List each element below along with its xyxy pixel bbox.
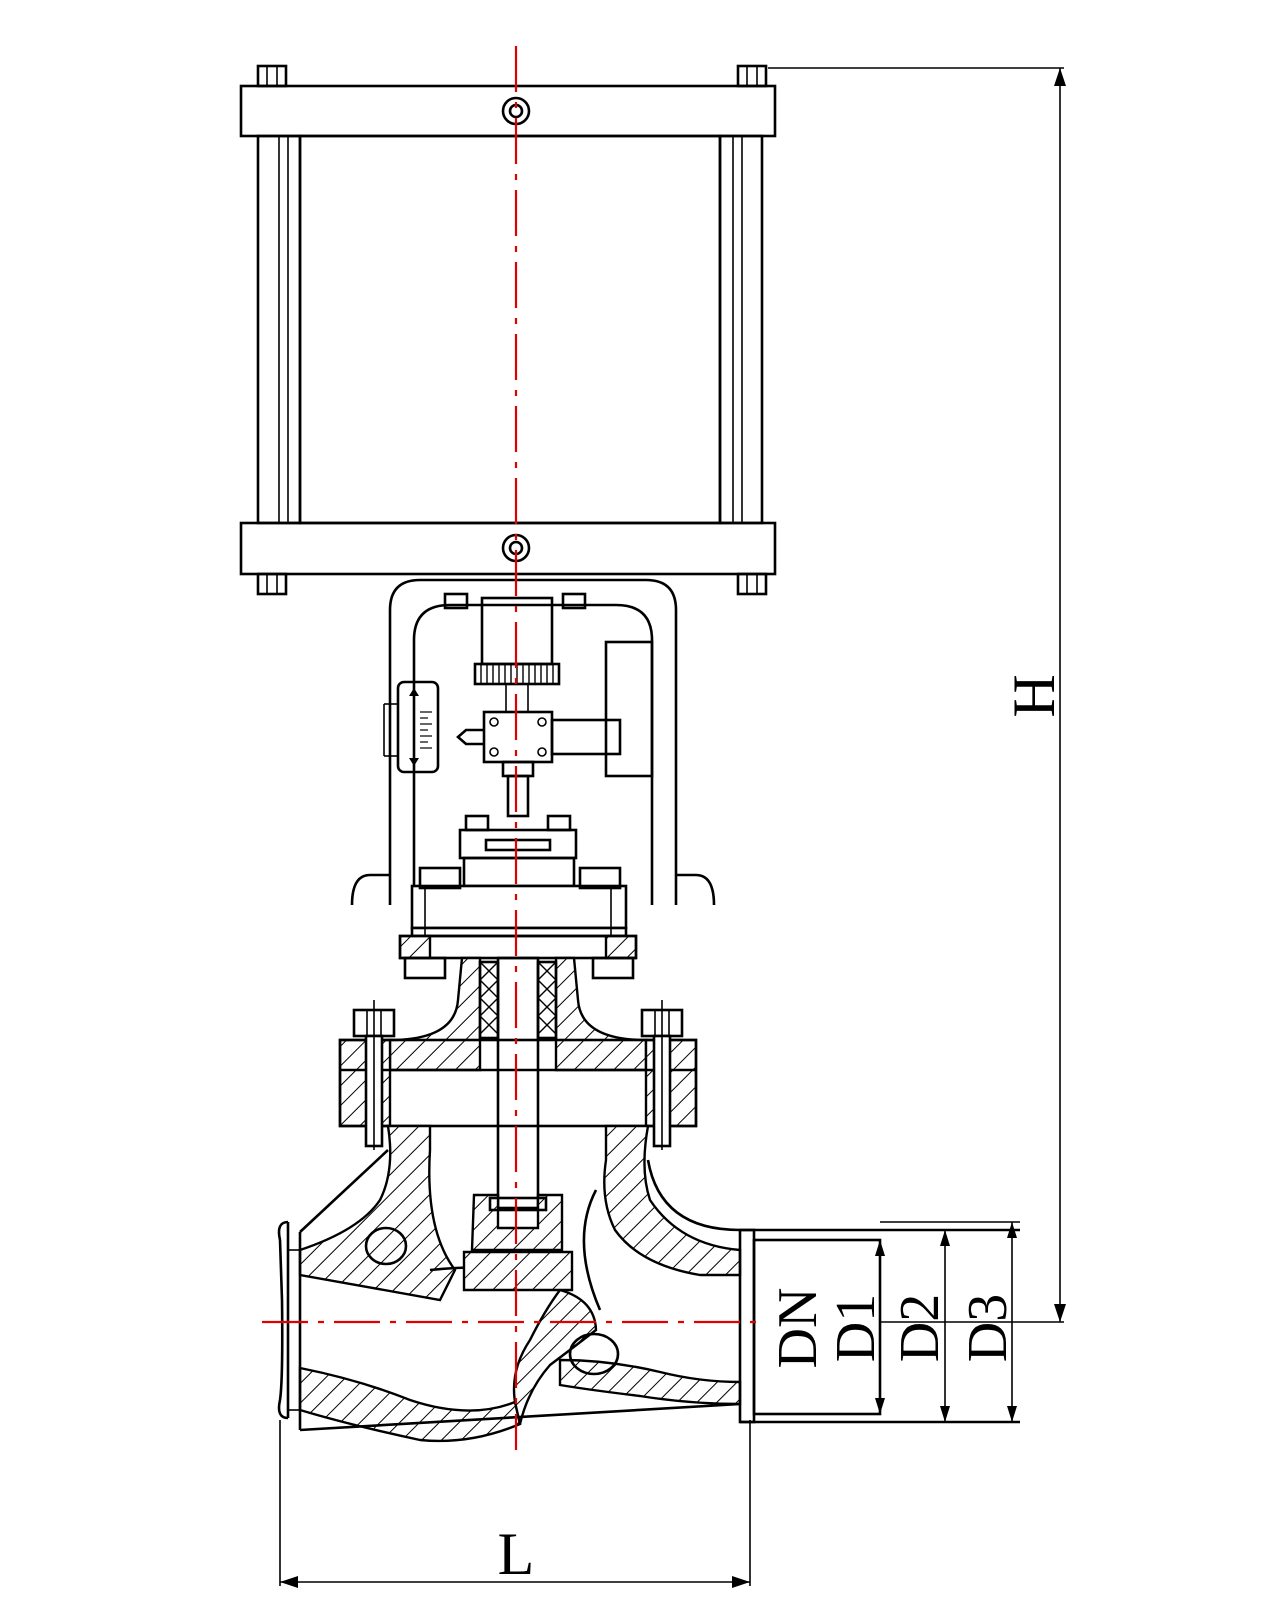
actuator-cylinder <box>298 134 722 525</box>
height-dimension <box>768 67 1066 1323</box>
label-L: L <box>498 1521 535 1587</box>
actuator <box>239 64 777 596</box>
label-D1: D1 <box>825 1294 887 1362</box>
left-clamp-end <box>277 1220 302 1430</box>
label-D3: D3 <box>957 1294 1019 1362</box>
flange-bolt-right <box>640 1000 684 1150</box>
tie-rod-right <box>718 134 764 525</box>
bonnet-flange <box>398 866 638 980</box>
flange-bolt-left <box>352 1000 396 1150</box>
top-nut-left <box>256 64 288 88</box>
body-flange <box>338 1000 698 1150</box>
body-passage-lower <box>568 1332 620 1376</box>
gland-flange <box>458 828 578 860</box>
valve-stem <box>496 956 540 1210</box>
position-indicator-block <box>482 710 554 764</box>
travel-scale <box>383 680 440 774</box>
diameter-dimensions <box>754 1221 1020 1422</box>
positioner-box <box>604 640 654 778</box>
actuator-top-plate <box>239 84 777 138</box>
label-D2: D2 <box>889 1294 951 1362</box>
body-passage-upper <box>364 1226 408 1266</box>
label-DN: DN <box>767 1288 829 1369</box>
length-dimension <box>279 1420 751 1588</box>
bottom-nut-left <box>256 572 288 596</box>
yoke <box>350 578 716 906</box>
top-nut-right <box>736 64 768 88</box>
label-H: H <box>1001 674 1067 717</box>
actuator-bottom-plate <box>239 521 777 576</box>
bottom-nut-right <box>736 572 768 596</box>
positioner-arm <box>550 718 622 756</box>
valve-body <box>298 1124 742 1443</box>
